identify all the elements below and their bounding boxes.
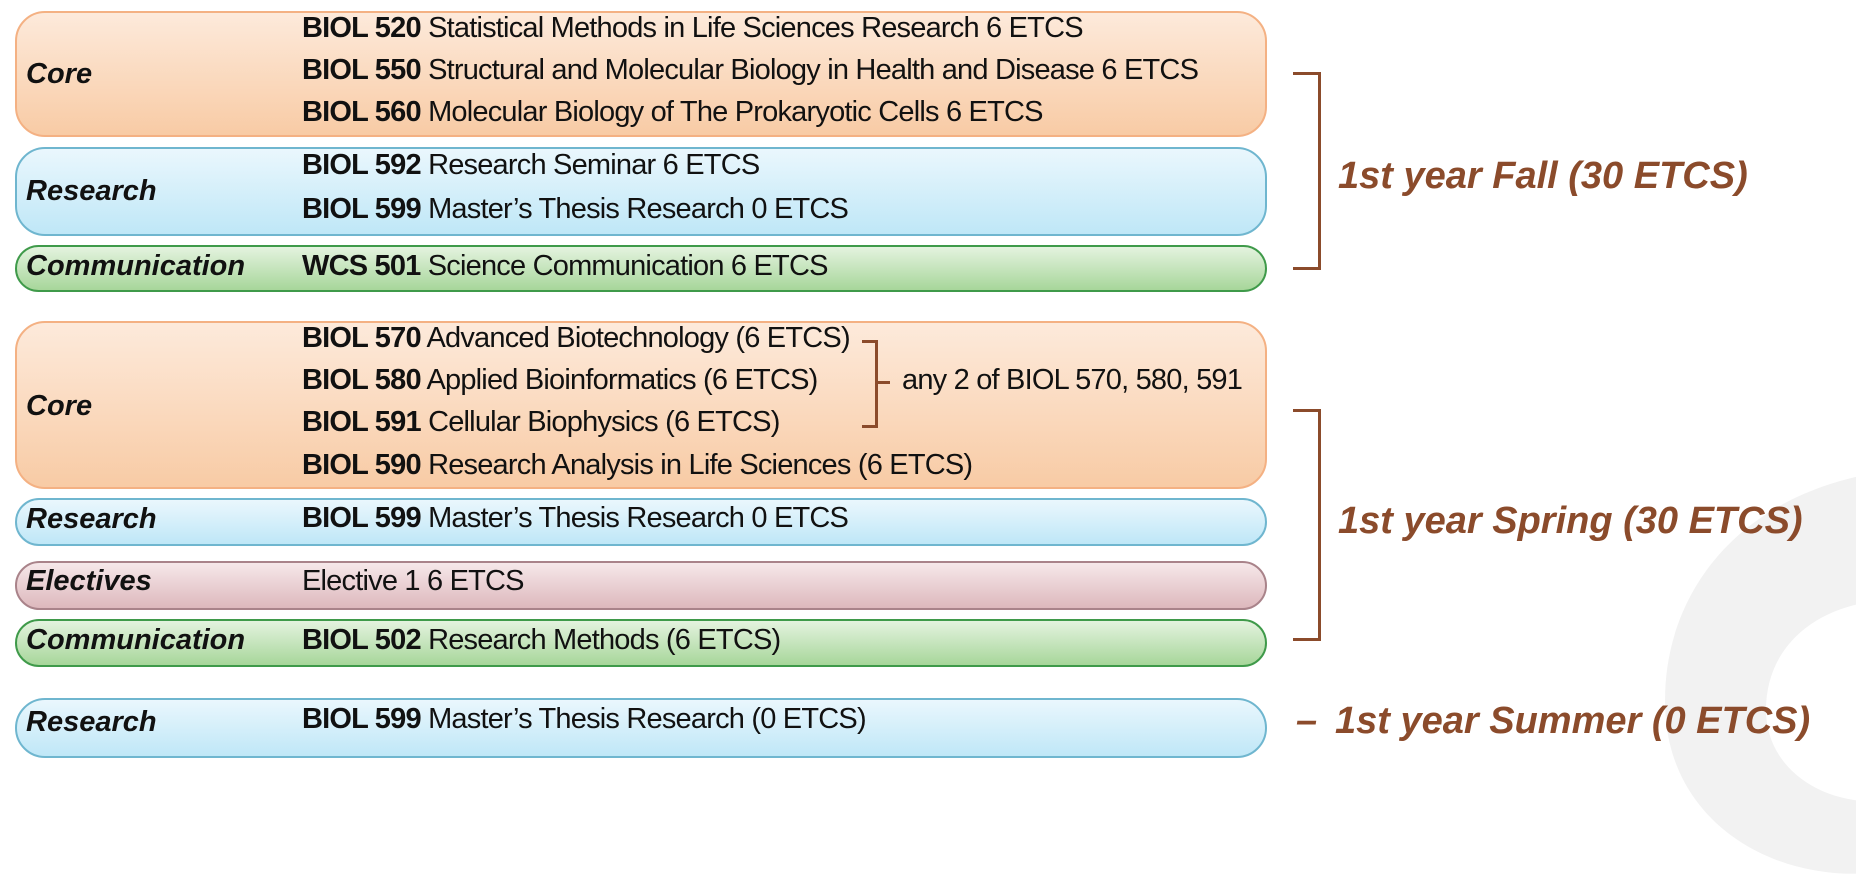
spring-electives-box: [15, 561, 1267, 610]
elective-choice-bracket-tick: [878, 381, 890, 384]
elective-choice-bracket: [862, 340, 878, 428]
course-row: BIOL 570 Advanced Biotechnology (6 ETCS): [302, 322, 851, 354]
course-row: BIOL 502 Research Methods (6 ETCS): [302, 624, 781, 656]
course-row: BIOL 599 Master’s Thesis Research (0 ETC…: [302, 703, 867, 735]
summer-research-box: [15, 698, 1267, 758]
spring-communication-label: Communication: [26, 624, 246, 656]
fall-communication-box: [15, 245, 1267, 292]
summer-dash: –: [1296, 700, 1318, 742]
course-row: BIOL 599 Master’s Thesis Research 0 ETCS: [302, 502, 849, 534]
course-row: BIOL 560 Molecular Biology of The Prokar…: [302, 96, 1044, 128]
fall-bracket: [1293, 72, 1321, 270]
course-row: Elective 1 6 ETCS: [302, 565, 525, 597]
summer-research-label: Research: [26, 706, 157, 738]
fall-semester-label: 1st year Fall (30 ETCS): [1338, 155, 1748, 197]
summer-semester-label: 1st year Summer (0 ETCS): [1335, 700, 1811, 742]
spring-communication-box: [15, 619, 1267, 667]
course-row: BIOL 520 Statistical Methods in Life Sci…: [302, 12, 1084, 44]
course-row: BIOL 550 Structural and Molecular Biolog…: [302, 54, 1199, 86]
spring-semester-label: 1st year Spring (30 ETCS): [1338, 500, 1803, 542]
fall-research-label: Research: [26, 175, 157, 207]
fall-communication-label: Communication: [26, 250, 246, 282]
fall-core-label: Core: [26, 58, 93, 90]
spring-electives-label: Electives: [26, 565, 152, 597]
course-row: BIOL 592 Research Seminar 6 ETCS: [302, 149, 760, 181]
spring-research-box: [15, 498, 1267, 546]
fall-research-box: [15, 147, 1267, 236]
course-row: BIOL 590 Research Analysis in Life Scien…: [302, 449, 973, 481]
spring-core-box: [15, 321, 1267, 489]
elective-choice-note: any 2 of BIOL 570, 580, 591: [902, 364, 1243, 396]
course-row: BIOL 591 Cellular Biophysics (6 ETCS): [302, 406, 780, 438]
background-swirl-graphic: [1665, 477, 1856, 874]
course-row: WCS 501 Science Communication 6 ETCS: [302, 250, 828, 282]
course-row: BIOL 580 Applied Bioinformatics (6 ETCS): [302, 364, 818, 396]
fall-core-box: [15, 11, 1267, 137]
course-row: BIOL 599 Master’s Thesis Research 0 ETCS: [302, 193, 849, 225]
spring-bracket: [1293, 409, 1321, 641]
spring-research-label: Research: [26, 503, 157, 535]
spring-core-label: Core: [26, 390, 93, 422]
